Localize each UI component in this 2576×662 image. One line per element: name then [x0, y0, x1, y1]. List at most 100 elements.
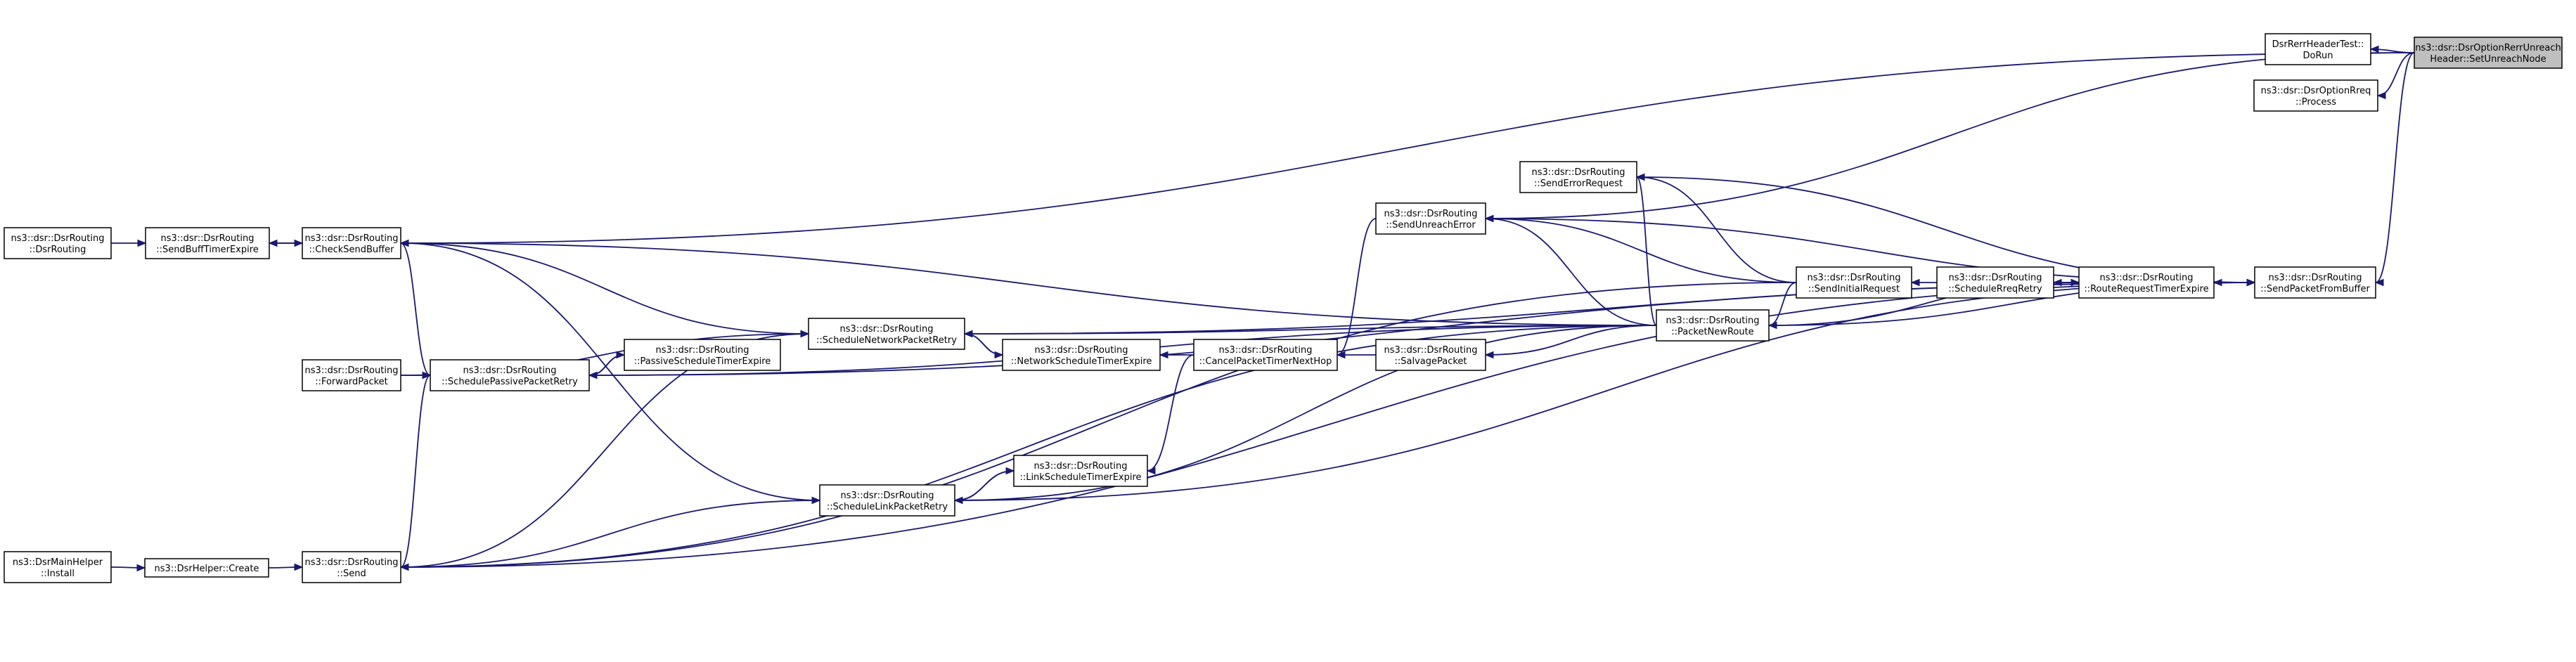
arrowhead	[422, 371, 432, 379]
node-box[interactable]	[1375, 339, 1486, 371]
node-label-line: ns3::dsr::DsrRouting	[1666, 316, 1760, 326]
node-box[interactable]	[4, 551, 112, 583]
node-sir[interactable]: ns3::dsr::DsrRouting::SendInitialRequest	[1796, 266, 1912, 299]
edge-sppr-to-pste	[588, 354, 625, 379]
node-pnr[interactable]: ns3::dsr::DsrRouting::PacketNewRoute	[1656, 309, 1770, 342]
node-label-line: ::SchedulePassivePacketRetry	[442, 377, 578, 387]
node-ser[interactable]: ns3::dsr::DsrRouting::SendErrorRequest	[1519, 161, 1637, 193]
arrowhead	[294, 563, 304, 571]
edge-line	[588, 282, 2255, 376]
edge-line	[954, 325, 1657, 501]
arrowhead	[994, 351, 1004, 359]
edge-rreqproc-to-root	[2376, 52, 2415, 100]
arrowhead	[800, 330, 810, 338]
node-fwd[interactable]: ns3::dsr::DsrRouting::ForwardPacket	[302, 359, 401, 391]
node-box[interactable]	[2254, 266, 2376, 299]
node-box[interactable]	[624, 339, 781, 371]
edge-csb-to-pnr	[399, 239, 1657, 326]
node-label-line: ns3::dsr::DsrOptionRerrUnreach	[2415, 43, 2561, 53]
node-label-line: ns3::dsr::DsrRouting	[1949, 273, 2042, 283]
node-box[interactable]	[302, 551, 401, 583]
arrowhead	[1484, 351, 1494, 359]
edge-hcreate-to-minst	[110, 564, 146, 572]
node-label-line: ::SendUnreachError	[1386, 220, 1476, 231]
node-label-line: ::RouteRequestTimerExpire	[2084, 284, 2208, 294]
node-label-line: ns3::dsr::DsrRouting	[840, 324, 934, 335]
edge-spfb-to-send	[400, 278, 2256, 568]
node-minst[interactable]: ns3::DsrMainHelper::Install	[4, 551, 112, 583]
node-rrte[interactable]: ns3::dsr::DsrRouting::RouteRequestTimerE…	[2078, 266, 2215, 299]
arrowhead	[1336, 351, 1346, 359]
node-slpr[interactable]: ns3::dsr::DsrRouting::ScheduleLinkPacket…	[819, 484, 955, 517]
node-sbte[interactable]: ns3::dsr::DsrRouting::SendBuffTimerExpir…	[145, 227, 270, 259]
node-box[interactable]	[2265, 33, 2371, 65]
edge-slpr-to-send	[400, 496, 821, 568]
node-box[interactable]	[819, 484, 955, 517]
node-label-line: ::LinkScheduleTimerExpire	[1019, 472, 1141, 483]
edge-line	[588, 354, 625, 376]
node-hcreate[interactable]: ns3::DsrHelper::Create	[144, 558, 269, 578]
edge-line	[400, 500, 820, 568]
node-send[interactable]: ns3::dsr::DsrRouting::Send	[302, 551, 401, 583]
node-rerrtest[interactable]: DsrRerrHeaderTest::DoRun	[2265, 33, 2371, 65]
node-box[interactable]	[302, 359, 401, 391]
edge-rerrtest-to-root	[2369, 45, 2415, 53]
node-box[interactable]	[2078, 266, 2215, 299]
node-label-line: ns3::dsr::DsrRouting	[1808, 273, 1901, 283]
node-box[interactable]	[1013, 455, 1148, 487]
node-box[interactable]	[1375, 202, 1486, 235]
node-box[interactable]	[1936, 266, 2054, 299]
node-salv[interactable]: ns3::dsr::DsrRouting::SalvagePacket	[1375, 339, 1486, 371]
node-label-line: ::CancelPacketTimerNextHop	[1199, 356, 1332, 367]
node-lste[interactable]: ns3::dsr::DsrRouting::LinkScheduleTimerE…	[1013, 455, 1148, 487]
node-box[interactable]	[4, 227, 112, 259]
node-snpr[interactable]: ns3::dsr::DsrRouting::ScheduleNetworkPac…	[808, 318, 965, 350]
edge-send-to-hcreate	[268, 563, 304, 571]
node-sue[interactable]: ns3::dsr::DsrRouting::SendUnreachError	[1375, 202, 1486, 235]
node-box[interactable]	[302, 227, 401, 259]
node-label-line: ::PacketNewRoute	[1671, 327, 1753, 337]
node-box[interactable]	[808, 318, 965, 350]
node-csb[interactable]: ns3::dsr::DsrRouting::CheckSendBuffer	[302, 227, 401, 259]
edge-sue-to-sir	[1484, 214, 1797, 283]
edge-line	[2375, 52, 2415, 283]
node-label-line: ::Install	[41, 569, 75, 579]
node-box[interactable]	[2414, 37, 2563, 69]
edge-cptnh-to-salv	[1336, 351, 1376, 359]
node-label-line: ::ForwardPacket	[315, 377, 388, 387]
node-root[interactable]: ns3::dsr::DsrOptionRerrUnreachHeader::Se…	[2414, 37, 2563, 69]
edge-line	[400, 282, 2255, 568]
node-box[interactable]	[1002, 339, 1161, 371]
node-srr[interactable]: ns3::dsr::DsrRouting::ScheduleRreqRetry	[1936, 266, 2054, 299]
node-label-line: ::NetworkScheduleTimerExpire	[1011, 356, 1152, 367]
node-rreqproc[interactable]: ns3::dsr::DsrOptionRreq::Process	[2253, 79, 2378, 112]
edge-sppr-to-send	[400, 371, 432, 568]
node-box[interactable]	[430, 359, 590, 391]
node-box[interactable]	[144, 558, 269, 578]
call-nodes: ns3::dsr::DsrOptionRerrUnreachHeader::Se…	[4, 33, 2563, 583]
node-box[interactable]	[1519, 161, 1637, 193]
node-spfb[interactable]: ns3::dsr::DsrRouting::SendPacketFromBuff…	[2254, 266, 2376, 299]
node-ctor[interactable]: ns3::dsr::DsrRouting::DsrRouting	[4, 227, 112, 259]
node-cptnh[interactable]: ns3::dsr::DsrRouting::CancelPacketTimerN…	[1193, 339, 1338, 371]
edge-line	[400, 242, 431, 376]
node-label-line: ns3::dsr::DsrOptionRreq	[2261, 86, 2371, 96]
edge-pnr-to-sir	[1767, 282, 1797, 330]
edge-line	[954, 282, 2255, 501]
node-label-line: ::ScheduleLinkPacketRetry	[827, 502, 948, 512]
node-pste[interactable]: ns3::dsr::DsrRouting::PassiveScheduleTim…	[624, 339, 781, 371]
node-box[interactable]	[1656, 309, 1770, 342]
arrowhead	[2246, 278, 2256, 287]
arrowhead	[137, 239, 147, 247]
node-nste[interactable]: ns3::dsr::DsrRouting::NetworkScheduleTim…	[1002, 339, 1161, 371]
edge-sbte-to-csb	[268, 239, 302, 247]
node-sppr[interactable]: ns3::dsr::DsrRouting::SchedulePassivePac…	[430, 359, 590, 391]
node-box[interactable]	[2253, 79, 2378, 112]
node-label-line: ns3::dsr::DsrRouting	[305, 557, 399, 568]
edge-line	[400, 282, 1797, 568]
edge-sir-to-srr	[1910, 278, 1937, 287]
node-box[interactable]	[1193, 339, 1338, 371]
node-box[interactable]	[1796, 266, 1912, 299]
node-box[interactable]	[145, 227, 270, 259]
